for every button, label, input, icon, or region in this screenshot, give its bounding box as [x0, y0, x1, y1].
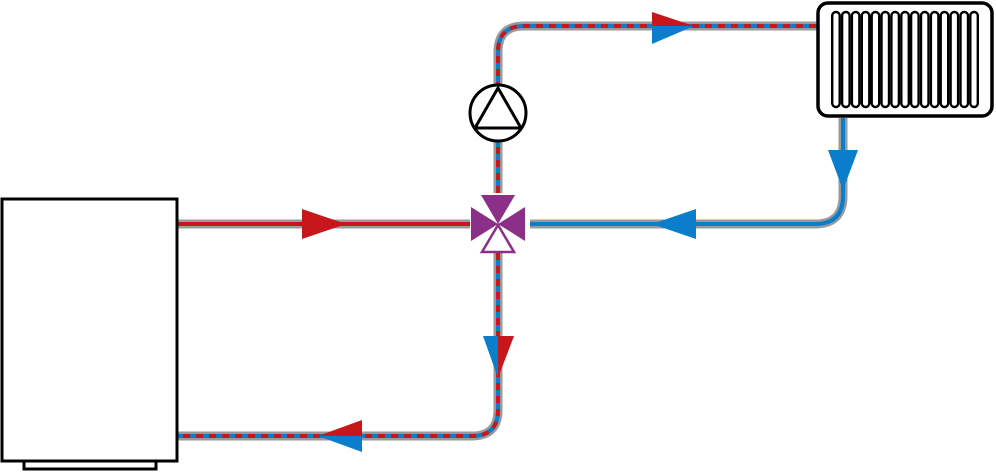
radiator-fin	[831, 10, 841, 109]
three-way-mixing-valve-icon	[471, 195, 525, 254]
radiator-fin	[949, 10, 960, 109]
radiator-icon	[816, 1, 994, 118]
top-pipe-hot-arrow	[652, 12, 694, 26]
return-pipe	[530, 118, 848, 229]
lower-pipe-cold-arrow	[483, 336, 498, 378]
lower-pipe-hot-arrow	[498, 336, 514, 378]
radiator-fin	[929, 10, 940, 109]
radiator-fin	[959, 10, 970, 109]
radiator-fins	[831, 10, 979, 109]
return-down-arrow	[828, 150, 858, 190]
circulation-pump-icon	[468, 83, 528, 143]
boiler-icon	[0, 197, 179, 471]
radiator-fin	[890, 10, 901, 109]
radiator-fin	[969, 10, 979, 109]
radiator-fin	[870, 10, 881, 109]
radiator-fin	[919, 10, 930, 109]
bottom-pipe-cold-arrow	[318, 436, 362, 452]
radiator-fin	[860, 10, 871, 109]
mixed-supply-pipe	[493, 21, 820, 193]
radiator-fin	[880, 10, 891, 109]
radiator-fin	[900, 10, 910, 109]
radiator-fin	[909, 10, 920, 109]
supply-flow-arrow	[302, 209, 346, 239]
radiator-fin	[840, 10, 851, 109]
top-pipe-cold-arrow	[652, 26, 694, 44]
radiator-fin	[939, 10, 950, 109]
radiator-fin	[850, 10, 861, 109]
mixed-return-pipe	[178, 253, 503, 441]
return-left-arrow	[652, 209, 696, 239]
bottom-pipe-hot-arrow	[318, 420, 362, 436]
